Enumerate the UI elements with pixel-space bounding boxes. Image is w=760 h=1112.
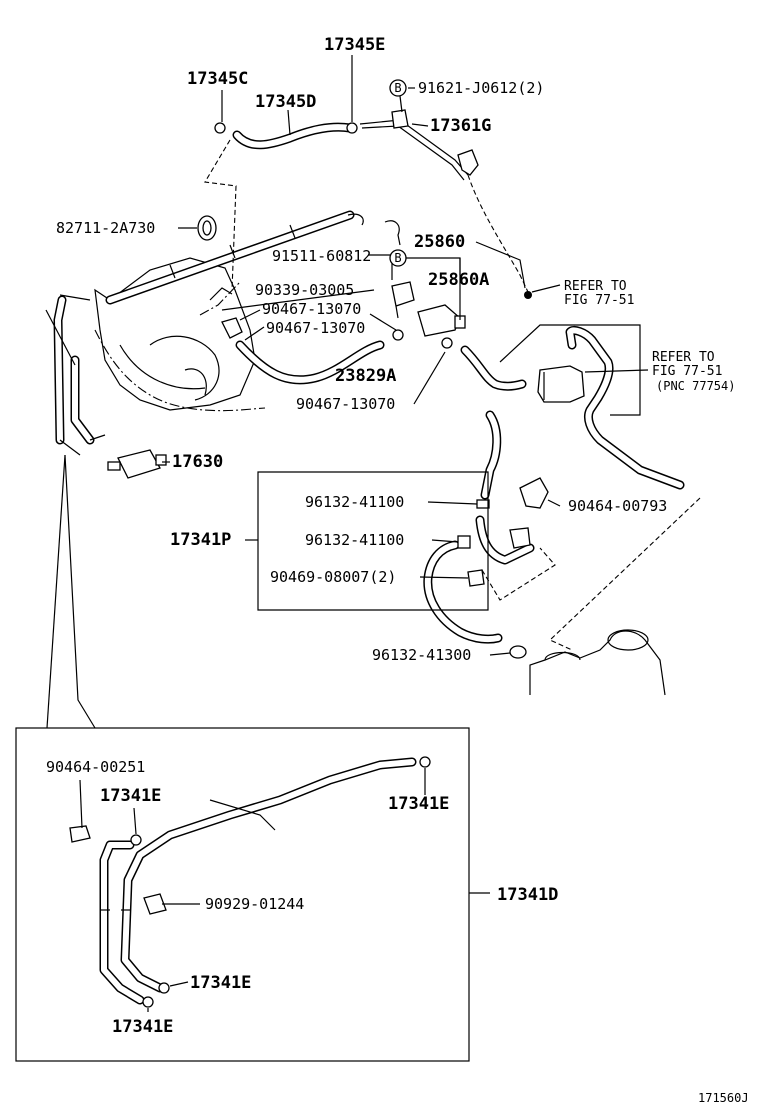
label-17341E-b: 17341E xyxy=(388,794,449,814)
fuel-pipe xyxy=(105,210,355,305)
clip-17341E-mid xyxy=(130,834,142,846)
filter-17630 xyxy=(107,449,167,479)
dash-tank xyxy=(549,497,701,651)
hose-23829A xyxy=(235,340,385,385)
clamp-96132-c xyxy=(509,645,527,659)
label-17341E-d: 17341E xyxy=(112,1017,173,1037)
label-17630: 17630 xyxy=(172,452,223,472)
bracket-17361G xyxy=(359,109,479,181)
dash-b1 xyxy=(467,174,529,293)
label-91511: 91511-60812 xyxy=(272,247,371,265)
vsv-25860 xyxy=(391,281,415,319)
clamp-90467-c xyxy=(441,337,453,349)
dash-17345C xyxy=(204,139,237,291)
bolt-91511 xyxy=(384,220,401,246)
clip-17341E-low xyxy=(158,982,170,994)
connector-90339 xyxy=(221,317,243,339)
label-90467-a: 90467-13070 xyxy=(262,300,361,318)
clip-17345E xyxy=(346,122,358,134)
label-90464-00251: 90464-00251 xyxy=(46,758,145,776)
label-17345D: 17345D xyxy=(255,92,316,112)
label-82711: 82711-2A730 xyxy=(56,219,155,237)
marker-b2: B xyxy=(389,249,407,267)
pipe-end xyxy=(347,213,364,226)
label-17345C: 17345C xyxy=(187,69,248,89)
clamp-90467-a xyxy=(392,329,404,341)
label-90464-00793: 90464-00793 xyxy=(568,497,667,515)
hose-17341P xyxy=(423,410,535,644)
leader-lines xyxy=(79,55,649,1012)
label-17361G: 17361G xyxy=(430,116,491,136)
marker-b1: B xyxy=(389,79,407,97)
ref2-line3: (PNC 77754) xyxy=(656,379,735,393)
clamp-96132-b xyxy=(457,535,471,549)
leader-zoom-left xyxy=(46,454,66,729)
hose-17345D xyxy=(232,122,355,150)
leader-zoom-right xyxy=(64,454,96,729)
svg-text:B: B xyxy=(394,251,401,265)
clip-90339 xyxy=(209,287,233,301)
dash-box xyxy=(481,547,556,601)
ref2-line1: REFER TO xyxy=(652,350,715,365)
label-96132-b: 96132-41100 xyxy=(305,531,404,549)
label-25860: 25860 xyxy=(414,232,465,252)
clip-17341E-bottom xyxy=(142,996,154,1008)
bolt-ref1 xyxy=(524,291,532,299)
label-17341D: 17341D xyxy=(497,885,558,905)
label-90339: 90339-03005 xyxy=(255,281,354,299)
group-box-17341P xyxy=(257,471,489,611)
label-90929: 90929-01244 xyxy=(205,895,304,913)
vsv-25860A xyxy=(417,304,466,337)
clamp-82711 xyxy=(197,215,217,241)
fuel-tank-outline xyxy=(529,629,666,696)
clamp-90464 xyxy=(519,477,549,509)
clip-90469 xyxy=(467,569,485,587)
clip-90464-00251 xyxy=(69,825,91,843)
joint-valve xyxy=(509,527,531,549)
ref1-line2: FIG 77-51 xyxy=(564,293,634,308)
engine-outline xyxy=(59,257,266,412)
figure-code: 171560J xyxy=(698,1091,749,1105)
label-23829A: 23829A xyxy=(335,366,396,386)
label-96132-c: 96132-41300 xyxy=(372,646,471,664)
clamp-90929 xyxy=(143,893,167,915)
svg-text:B: B xyxy=(394,81,401,95)
label-90467-c: 90467-13070 xyxy=(296,395,395,413)
clip-17345C xyxy=(214,122,226,134)
label-17341E-c: 17341E xyxy=(190,973,251,993)
left-hoses-upper xyxy=(53,295,106,456)
label-90467-b: 90467-13070 xyxy=(266,319,365,337)
label-17341E-a: 17341E xyxy=(100,786,161,806)
label-90469: 90469-08007(2) xyxy=(270,568,396,586)
detail-hoses xyxy=(99,757,417,1005)
line-left-a xyxy=(45,309,76,366)
ref2-line2: FIG 77-51 xyxy=(652,364,722,379)
label-17345E: 17345E xyxy=(324,35,385,55)
detail-box xyxy=(15,727,470,1062)
canister-ref xyxy=(499,324,685,490)
label-96132-a: 96132-41100 xyxy=(305,493,404,511)
label-91621: 91621-J0612(2) xyxy=(418,79,544,97)
label-25860A: 25860A xyxy=(428,270,489,290)
label-17341P: 17341P xyxy=(170,530,231,550)
hose-canister-line xyxy=(460,345,527,391)
clip-17341E-top xyxy=(419,756,431,768)
clamp-96132-a xyxy=(476,499,490,509)
ref1-line1: REFER TO xyxy=(564,279,627,294)
